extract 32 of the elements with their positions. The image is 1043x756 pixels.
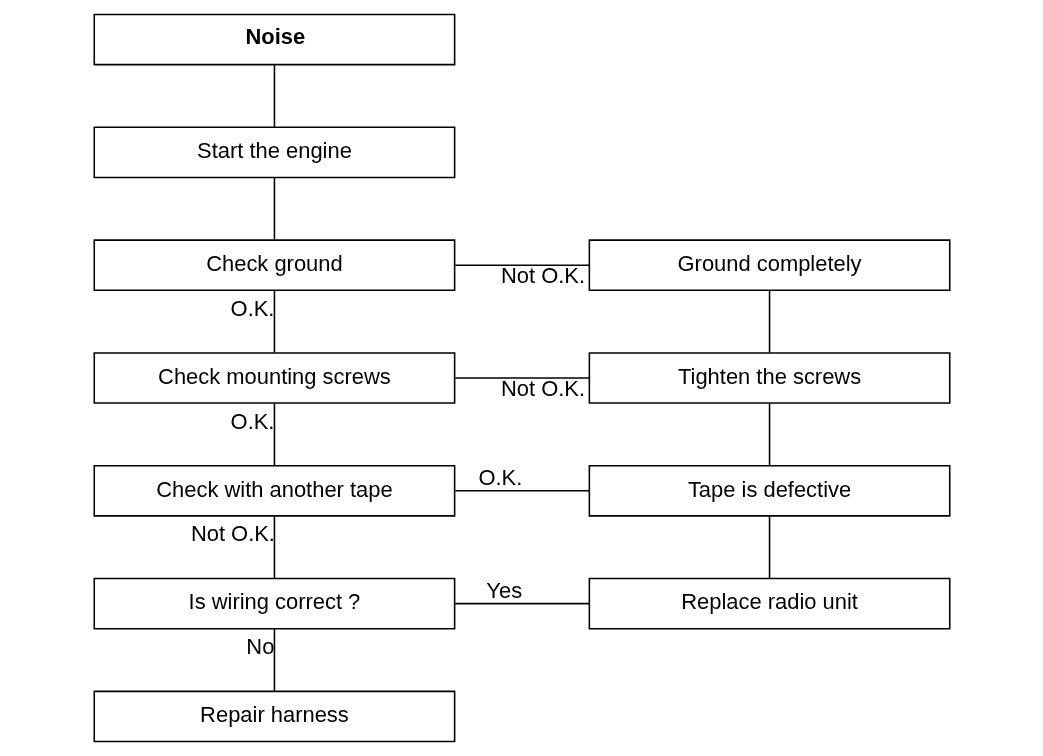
node-box: Check mounting screws: [93, 352, 455, 404]
node-box: Check with another tape: [93, 464, 455, 517]
node-box: Tape is defective: [588, 464, 950, 517]
edge-label: O.K.: [230, 295, 274, 321]
node-box: Replace radio unit: [588, 577, 950, 630]
edge-label: O.K.: [477, 464, 522, 490]
connector: [768, 402, 770, 467]
connector: [273, 64, 275, 128]
node-box: Repair harness: [93, 690, 455, 743]
node-box: Check ground: [93, 239, 455, 292]
connector: [454, 264, 590, 266]
connector: [273, 628, 275, 692]
edge-label: Yes: [485, 577, 522, 603]
edge-label: No: [245, 634, 274, 660]
connector: [273, 515, 275, 579]
node-box: Is wiring correct ?: [93, 577, 455, 630]
node-box: Ground completely: [588, 239, 950, 292]
edge-label: Not O.K.: [500, 262, 585, 288]
connector: [454, 377, 590, 379]
node-box: Tighten the screws: [588, 352, 950, 404]
edge-label: O.K.: [230, 408, 274, 434]
connector: [454, 490, 590, 492]
edge-label: Not O.K.: [190, 521, 275, 547]
edge-label: Not O.K.: [500, 375, 585, 401]
connector: [273, 177, 275, 241]
node-box: Noise: [93, 13, 455, 66]
connector: [273, 290, 275, 354]
connector: [768, 290, 770, 354]
connector: [454, 602, 590, 605]
node-box: Start the engine: [93, 126, 455, 179]
connector: [273, 402, 275, 467]
connector: [768, 515, 770, 579]
